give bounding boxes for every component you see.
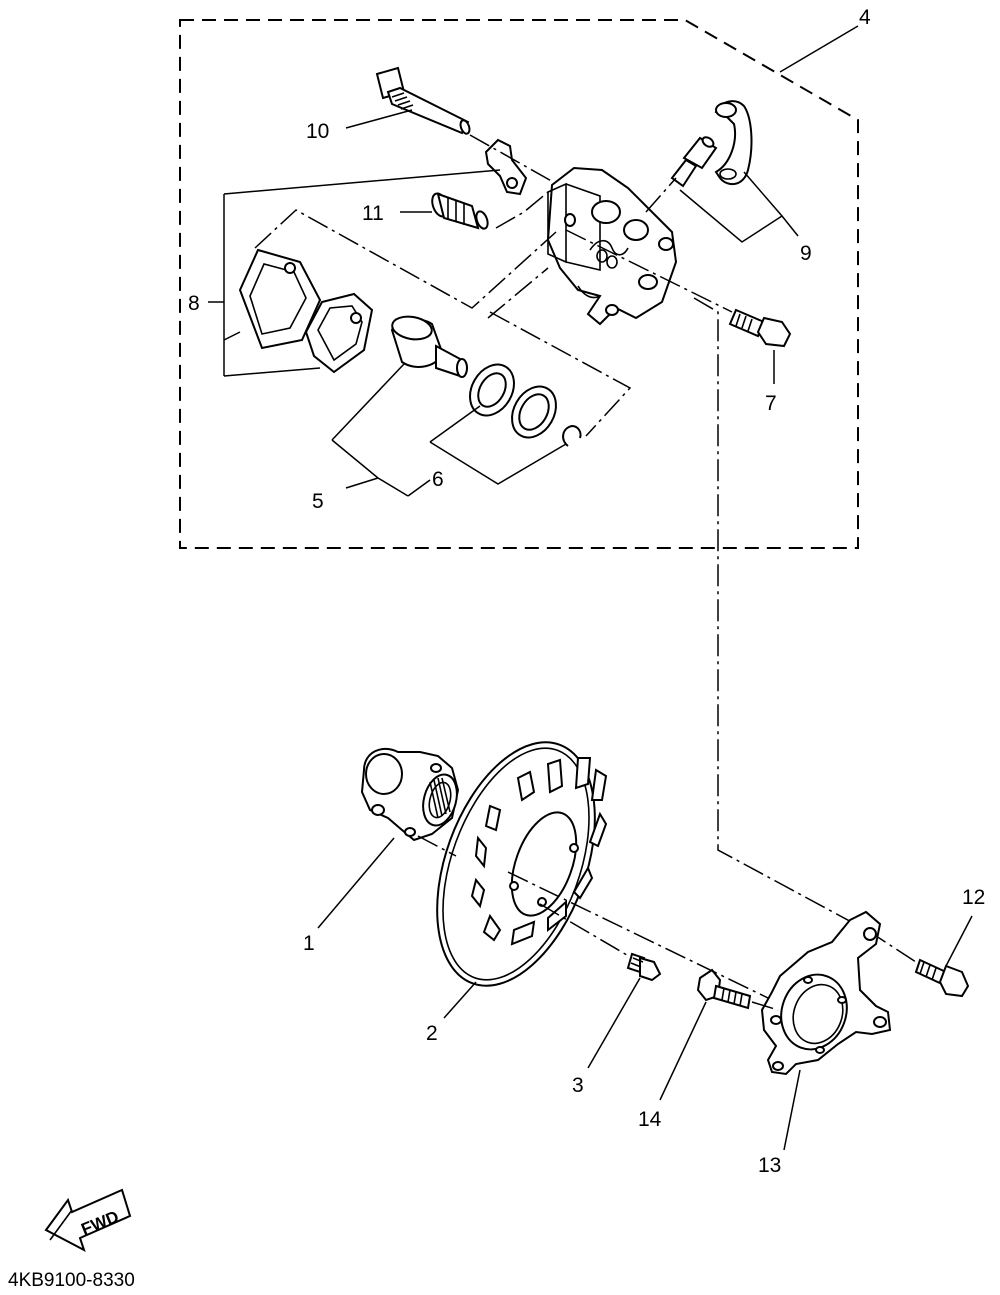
diagram-part-code: 4KB9100-8330 <box>8 1270 135 1291</box>
callout-12: 12 <box>962 886 985 909</box>
callout-2: 2 <box>426 1022 438 1045</box>
leader-3 <box>587 977 641 1069</box>
bracket-top-bolt <box>914 958 970 998</box>
leader-13 <box>783 1069 801 1151</box>
centerline-pads <box>254 209 632 437</box>
centerline-caliper-to-bracket <box>693 297 917 963</box>
leader-8 <box>208 169 501 377</box>
caliper-bracket <box>760 910 892 1076</box>
brake-pad-inner <box>304 292 374 374</box>
centerline-fitting <box>645 177 677 213</box>
pad-clip <box>484 138 528 196</box>
centerline-pin <box>469 134 556 229</box>
caliper-assembly-boundary <box>179 19 859 549</box>
piston-seal <box>469 363 515 417</box>
callout-14: 14 <box>638 1108 662 1131</box>
callout-4: 4 <box>859 6 871 29</box>
leader-4 <box>779 25 859 73</box>
brake-disc <box>436 741 608 987</box>
callout-3: 3 <box>572 1074 584 1097</box>
leader-6 <box>407 405 567 497</box>
hose-fitting <box>670 136 718 188</box>
callout-1: 1 <box>303 932 315 955</box>
callout-13: 13 <box>758 1154 781 1177</box>
callout-6: 6 <box>432 468 444 491</box>
leader-14 <box>659 1001 707 1101</box>
leader-5 <box>331 363 409 497</box>
leader-1 <box>317 837 395 929</box>
centerline-bolt <box>565 229 733 313</box>
centerline-bracket-bolt <box>751 1001 779 1011</box>
caliper-piston <box>390 315 468 378</box>
callout-5: 5 <box>312 490 324 513</box>
leader-12 <box>945 915 973 967</box>
callout-10: 10 <box>306 120 329 143</box>
callout-7: 7 <box>765 392 777 415</box>
disc-screw <box>626 952 662 982</box>
caliper-bolt <box>728 308 792 348</box>
callout-11: 11 <box>362 202 384 225</box>
brake-hub <box>360 747 460 842</box>
brake-pad-outer <box>238 248 322 350</box>
callout-9: 9 <box>800 242 812 265</box>
leader-9 <box>679 171 799 243</box>
bleed-screw <box>431 192 489 230</box>
bracket-bolt <box>696 968 752 1010</box>
leader-10 <box>345 109 413 129</box>
leader-2 <box>443 981 477 1019</box>
callout-8: 8 <box>188 292 200 315</box>
pin-bolt <box>375 66 471 135</box>
centerline-disc-screw <box>539 903 633 959</box>
fwd-arrow: FWD <box>44 1188 132 1253</box>
hose-elbow <box>714 100 753 186</box>
caliper-body <box>546 166 678 326</box>
dust-seal <box>511 385 557 439</box>
centerline-hub-axis <box>417 835 769 999</box>
retaining-ring <box>562 424 582 447</box>
